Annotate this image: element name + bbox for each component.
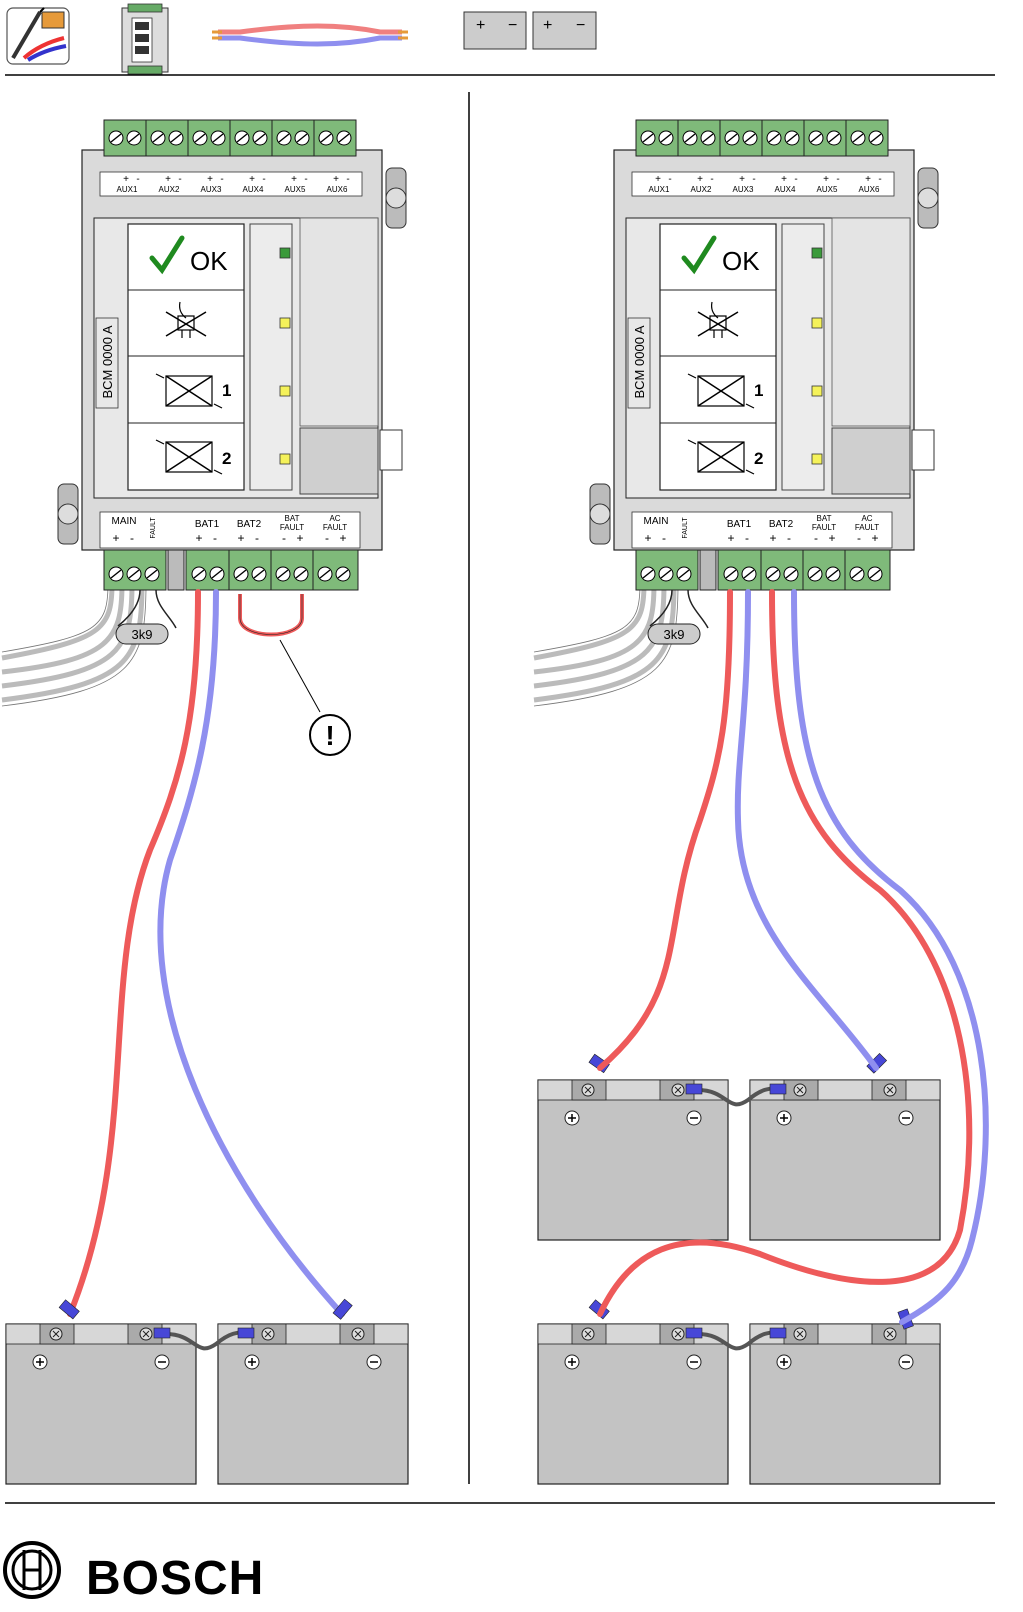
wire-end-sleeve bbox=[332, 1298, 353, 1320]
right-bat1-blue-wire bbox=[734, 589, 879, 1071]
aux6-label: AUX6 bbox=[327, 185, 348, 194]
main-cable-bundle-outline bbox=[1, 583, 147, 707]
mounting-clip-knob bbox=[57, 503, 79, 525]
aux-labels: +- +- +- +- +- +- AUX1 AUX2 AUX3 AUX4 AU… bbox=[117, 174, 350, 194]
main-cable-bundle bbox=[1, 583, 145, 703]
left-red-wire bbox=[67, 589, 201, 1317]
svg-text:-: - bbox=[130, 531, 134, 545]
battery-2-index: 2 bbox=[222, 449, 231, 468]
svg-text:!: ! bbox=[325, 720, 334, 751]
svg-text:-: - bbox=[282, 531, 286, 545]
svg-text:+: + bbox=[112, 531, 119, 545]
led-ok bbox=[279, 247, 291, 259]
svg-text:+: + bbox=[249, 174, 255, 185]
led-battery-1 bbox=[279, 385, 291, 397]
resistor-label: 3k9 bbox=[132, 627, 153, 642]
power-terminals bbox=[103, 549, 359, 591]
svg-text:+: + bbox=[237, 531, 244, 545]
battery-1-index: 1 bbox=[222, 381, 231, 400]
svg-text:BAT: BAT bbox=[285, 514, 300, 523]
check-icon bbox=[149, 235, 185, 275]
right-bat2-blue-wire bbox=[791, 589, 989, 1325]
battery-1 bbox=[5, 1323, 197, 1485]
svg-text:-: - bbox=[220, 174, 223, 185]
two-batteries-icon: + − + − bbox=[463, 11, 597, 50]
fault-label: FAULT bbox=[150, 517, 157, 539]
svg-text:-: - bbox=[255, 531, 259, 545]
battery-4 bbox=[749, 1079, 941, 1241]
svg-text:AC: AC bbox=[329, 514, 340, 523]
model-label: BCM 0000 A bbox=[100, 325, 115, 398]
ok-label: OK bbox=[190, 246, 228, 276]
svg-text:−: − bbox=[508, 17, 517, 34]
warning-icon bbox=[309, 714, 351, 756]
battery-5 bbox=[537, 1323, 729, 1485]
terminal-labels: MAIN +- FAULT BAT1 +- BAT2 +- BAT FAULT … bbox=[112, 514, 348, 545]
svg-text:-: - bbox=[178, 174, 181, 185]
bat2-label: BAT2 bbox=[237, 519, 262, 530]
left-blue-wire bbox=[157, 589, 345, 1317]
svg-text:+: + bbox=[339, 531, 346, 545]
svg-text:+: + bbox=[207, 174, 213, 185]
bat1-label: BAT1 bbox=[195, 519, 220, 530]
crimp-sleeve bbox=[153, 1327, 171, 1339]
aux-terminals bbox=[103, 119, 357, 157]
right-bat1-red-wire bbox=[597, 589, 733, 1071]
resistor-lead bbox=[117, 589, 177, 629]
main-label: MAIN bbox=[112, 516, 137, 527]
aux2-label: AUX2 bbox=[159, 185, 180, 194]
crimp-sleeve bbox=[685, 1083, 703, 1095]
battery-2-fault-icon bbox=[155, 439, 223, 475]
led-battery-2 bbox=[279, 453, 291, 465]
battery-layer bbox=[5, 1052, 941, 1485]
aux4-label: AUX4 bbox=[243, 185, 264, 194]
svg-text:-: - bbox=[325, 531, 329, 545]
warning-leader bbox=[279, 639, 321, 713]
svg-text:-: - bbox=[262, 174, 265, 185]
svg-text:+: + bbox=[476, 17, 485, 34]
tools-icon bbox=[6, 7, 70, 65]
crimp-sleeve bbox=[769, 1327, 787, 1339]
svg-text:+: + bbox=[296, 531, 303, 545]
svg-text:+: + bbox=[543, 17, 552, 34]
end-of-line-resistor bbox=[115, 623, 169, 645]
svg-text:-: - bbox=[304, 174, 307, 185]
svg-text:+: + bbox=[123, 174, 129, 185]
svg-text:FAULT: FAULT bbox=[280, 523, 304, 532]
bcm-module-left: +- +- +- +- +- +- AUX1 AUX2 AUX3 AUX4 AU… bbox=[1, 119, 407, 707]
bat2-bridge-link bbox=[238, 594, 304, 637]
svg-text:-: - bbox=[136, 174, 139, 185]
aux1-label: AUX1 bbox=[117, 185, 138, 194]
aux3-label: AUX3 bbox=[201, 185, 222, 194]
cable-icon bbox=[212, 23, 408, 47]
svg-text:FAULT: FAULT bbox=[323, 523, 347, 532]
svg-text:−: − bbox=[576, 17, 585, 34]
module-thumbnail-icon bbox=[121, 3, 169, 75]
battery-6 bbox=[749, 1323, 941, 1485]
aux5-label: AUX5 bbox=[285, 185, 306, 194]
bcm-module-right bbox=[534, 120, 938, 706]
svg-text:+: + bbox=[333, 174, 339, 185]
led-mains bbox=[279, 317, 291, 329]
bosch-logo-icon bbox=[3, 1541, 61, 1599]
crimp-sleeve bbox=[769, 1083, 787, 1095]
brand-wordmark: BOSCH bbox=[86, 1552, 265, 1605]
svg-text:-: - bbox=[346, 174, 349, 185]
battery-3 bbox=[537, 1079, 729, 1241]
crimp-sleeve bbox=[685, 1327, 703, 1339]
mains-fault-icon bbox=[165, 301, 207, 338]
battery-2 bbox=[217, 1323, 409, 1485]
battery-1-fault-icon bbox=[155, 373, 223, 409]
svg-text:+: + bbox=[291, 174, 297, 185]
svg-text:-: - bbox=[213, 531, 217, 545]
crimp-sleeve bbox=[237, 1327, 255, 1339]
right-bat2-red-wire bbox=[597, 589, 973, 1317]
svg-text:+: + bbox=[165, 174, 171, 185]
wire-end-sleeve bbox=[58, 1299, 80, 1320]
svg-text:+: + bbox=[195, 531, 202, 545]
